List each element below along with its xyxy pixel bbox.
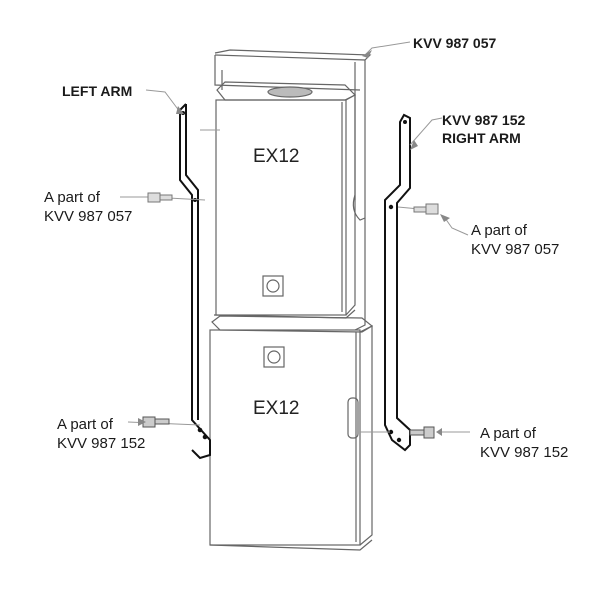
upper-right-callout-line1: A part of [471,222,527,239]
top-speaker-model-label: EX12 [253,146,300,167]
lower-left-callout-line1: A part of [57,416,113,433]
bottom-speaker-model-label: EX12 [253,398,300,419]
knob-lower-left [142,416,170,428]
upper-left-callout-line1: A part of [44,189,100,206]
upper-right-callout-line2: KVV 987 057 [471,241,560,258]
top-speaker [213,81,357,319]
right-arm-part-number-label: KVV 987 152 [442,112,526,128]
right-arm-label: RIGHT ARM [442,130,521,146]
lower-right-callout-line1: A part of [480,425,536,442]
right-arm [384,113,411,452]
frame-part-number-label: KVV 987 057 [413,35,497,51]
lower-right-callout-line2: KVV 987 152 [480,444,569,461]
knob-upper-left [147,192,173,203]
lower-left-callout-line2: KVV 987 152 [57,435,146,452]
upper-left-callout-line2: KVV 987 057 [44,208,133,225]
bottom-speaker [209,315,374,551]
left-arm-label: LEFT ARM [62,83,133,99]
knob-upper-right [413,203,439,215]
left-arm [179,103,211,460]
arrow-heads [138,50,450,436]
knob-lower-right [409,426,435,439]
